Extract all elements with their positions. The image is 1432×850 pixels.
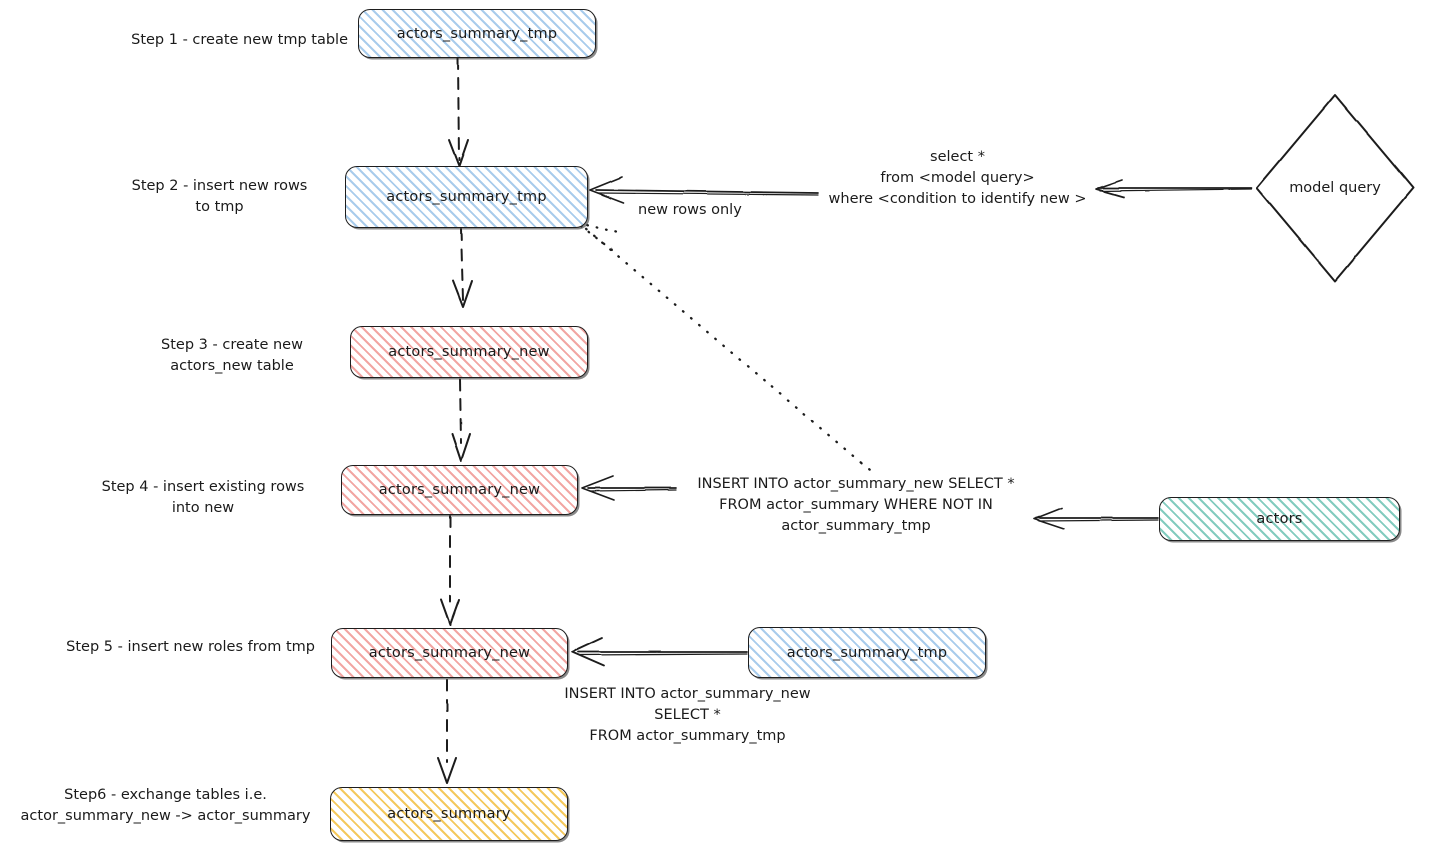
edge-tmpbox-to-step5 (571, 637, 748, 667)
node-label: actors (1256, 511, 1303, 527)
edge-step2-dotted-to-step4 (576, 220, 874, 474)
step-5-caption: Step 5 - insert new roles from tmp (66, 639, 315, 655)
edge-label-insert-existing-sql: INSERT INTO actor_summary_new SELECT * F… (697, 476, 1015, 535)
edge-sql-to-step4 (581, 475, 677, 501)
edge-actors-to-sql (1033, 507, 1159, 530)
node-actors-summary-tmp-right[interactable]: actors_summary_tmp (748, 627, 986, 678)
step-1-caption: Step 1 - create new tmp table (131, 32, 348, 48)
node-label: actors_summary_tmp (786, 644, 948, 661)
edge-step5-step6 (437, 679, 457, 784)
edge-step4-step5 (440, 515, 460, 626)
edge-step1-step2 (448, 57, 469, 167)
node-label: actors_summary_tmp (396, 25, 558, 42)
node-label: actors_summary_new (368, 645, 531, 661)
node-model-query[interactable]: model query (1252, 90, 1418, 286)
step-6-caption: Step6 - exchange tables i.e. actor_summa… (20, 787, 311, 825)
step-4-caption: Step 4 - insert existing rows into new (101, 479, 305, 517)
step-2-caption: Step 2 - insert new rows to tmp (131, 178, 308, 216)
node-actors-summary-new-step3[interactable]: actors_summary_new (350, 326, 588, 378)
edge-label-new-rows-only: new rows only (638, 202, 742, 218)
edge-label-insert-tmp-sql: INSERT INTO actor_summary_new SELECT * F… (564, 686, 811, 745)
node-label: actors_summary_tmp (386, 189, 547, 205)
step-3-caption: Step 3 - create new actors_new table (161, 337, 303, 375)
node-label: actors_summary (387, 806, 511, 822)
edge-step2-step3 (452, 228, 473, 308)
node-label: actors_summary_new (378, 482, 541, 498)
node-label: model query (1289, 180, 1381, 196)
edge-label-model-query-sql: select * from <model query> where <condi… (828, 149, 1087, 208)
node-label: actors_summary_new (388, 344, 550, 360)
node-actors-summary-tmp-step1[interactable]: actors_summary_tmp (358, 9, 596, 58)
node-actors-source[interactable]: actors (1159, 497, 1400, 541)
node-actors-summary-new-step4[interactable]: actors_summary_new (341, 465, 578, 515)
node-actors-summary-tmp-step2[interactable]: actors_summary_tmp (345, 166, 588, 228)
edge-step3-step4 (451, 378, 471, 462)
node-actors-summary-new-step5[interactable]: actors_summary_new (331, 628, 568, 678)
node-actors-summary-step6[interactable]: actors_summary (330, 787, 568, 841)
diamond-shape (1256, 94, 1414, 282)
edge-modelquery-to-sql (1095, 179, 1253, 198)
